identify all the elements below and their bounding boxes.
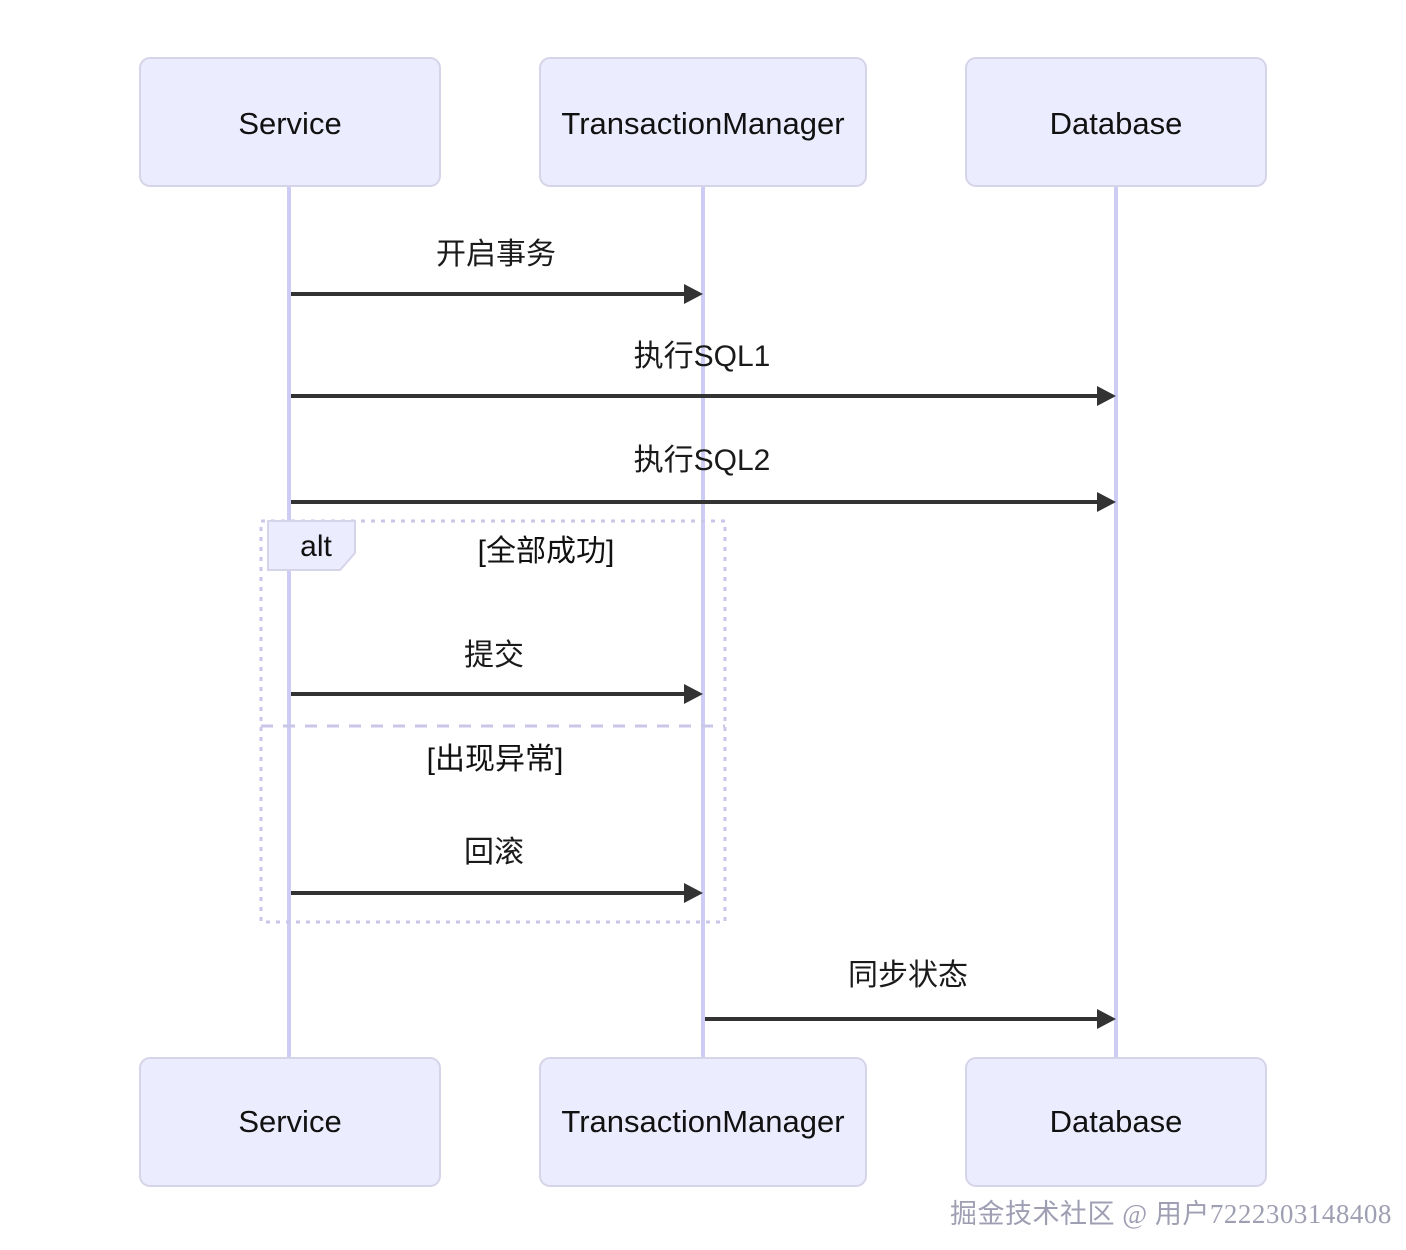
alt-condition-label-1: [出现异常] [427, 743, 564, 776]
alt-keyword-tab [267, 520, 356, 571]
participant-transactionmanager-top[interactable]: TransactionManager [539, 57, 867, 187]
participant-label: Database [1050, 1104, 1183, 1139]
message-m2: 执行SQL1 [291, 340, 1116, 406]
participant-service-top[interactable]: Service [139, 57, 441, 187]
message-m6: 同步状态 [705, 959, 1116, 1029]
alt-block: alt [全部成功] [出现异常] [259, 519, 727, 924]
messages-group: 开启事务 执行SQL1 执行SQL2 提交 [291, 238, 1116, 1029]
message-label-m4: 提交 [464, 639, 524, 672]
message-label-m2: 执行SQL1 [634, 340, 771, 373]
participant-transactionmanager-bottom[interactable]: TransactionManager [539, 1057, 867, 1187]
message-label-m6: 同步状态 [848, 959, 968, 992]
participant-box[interactable] [139, 1057, 441, 1187]
participant-box[interactable] [539, 57, 867, 187]
message-label-m5: 回滚 [464, 836, 524, 869]
participant-label: TransactionManager [561, 106, 844, 141]
message-arrowhead-m1 [684, 284, 703, 304]
message-m4: 提交 [291, 639, 703, 704]
message-arrowhead-m4 [684, 684, 703, 704]
message-m5: 回滚 [291, 836, 703, 903]
participant-box[interactable] [139, 57, 441, 187]
message-label-m1: 开启事务 [436, 238, 556, 271]
participant-label: Service [238, 1104, 341, 1139]
message-m1: 开启事务 [291, 238, 703, 304]
message-arrowhead-m2 [1097, 386, 1116, 406]
alt-condition-label-0: [全部成功] [478, 535, 615, 568]
participant-box[interactable] [965, 57, 1267, 187]
participant-box[interactable] [965, 1057, 1267, 1187]
alt-block-frame [259, 519, 727, 924]
message-arrowhead-m3 [1097, 492, 1116, 512]
message-m3: 执行SQL2 [291, 444, 1116, 512]
participant-box[interactable] [539, 1057, 867, 1187]
participant-database-bottom[interactable]: Database [965, 1057, 1267, 1187]
message-arrowhead-m5 [684, 883, 703, 903]
participant-label: Database [1050, 106, 1183, 141]
participant-service-bottom[interactable]: Service [139, 1057, 441, 1187]
watermark-text: 掘金技术社区 @ 用户7222303148408 [950, 1199, 1392, 1229]
participants-bottom: Service TransactionManager Database [139, 1057, 1267, 1187]
participant-label: Service [238, 106, 341, 141]
message-arrowhead-m6 [1097, 1009, 1116, 1029]
lifelines-group [287, 186, 1118, 1062]
message-label-m3: 执行SQL2 [634, 444, 771, 477]
participants-top: Service TransactionManager Database [139, 57, 1267, 187]
participant-database-top[interactable]: Database [965, 57, 1267, 187]
alt-keyword-label: alt [300, 530, 332, 563]
participant-label: TransactionManager [561, 1104, 844, 1139]
